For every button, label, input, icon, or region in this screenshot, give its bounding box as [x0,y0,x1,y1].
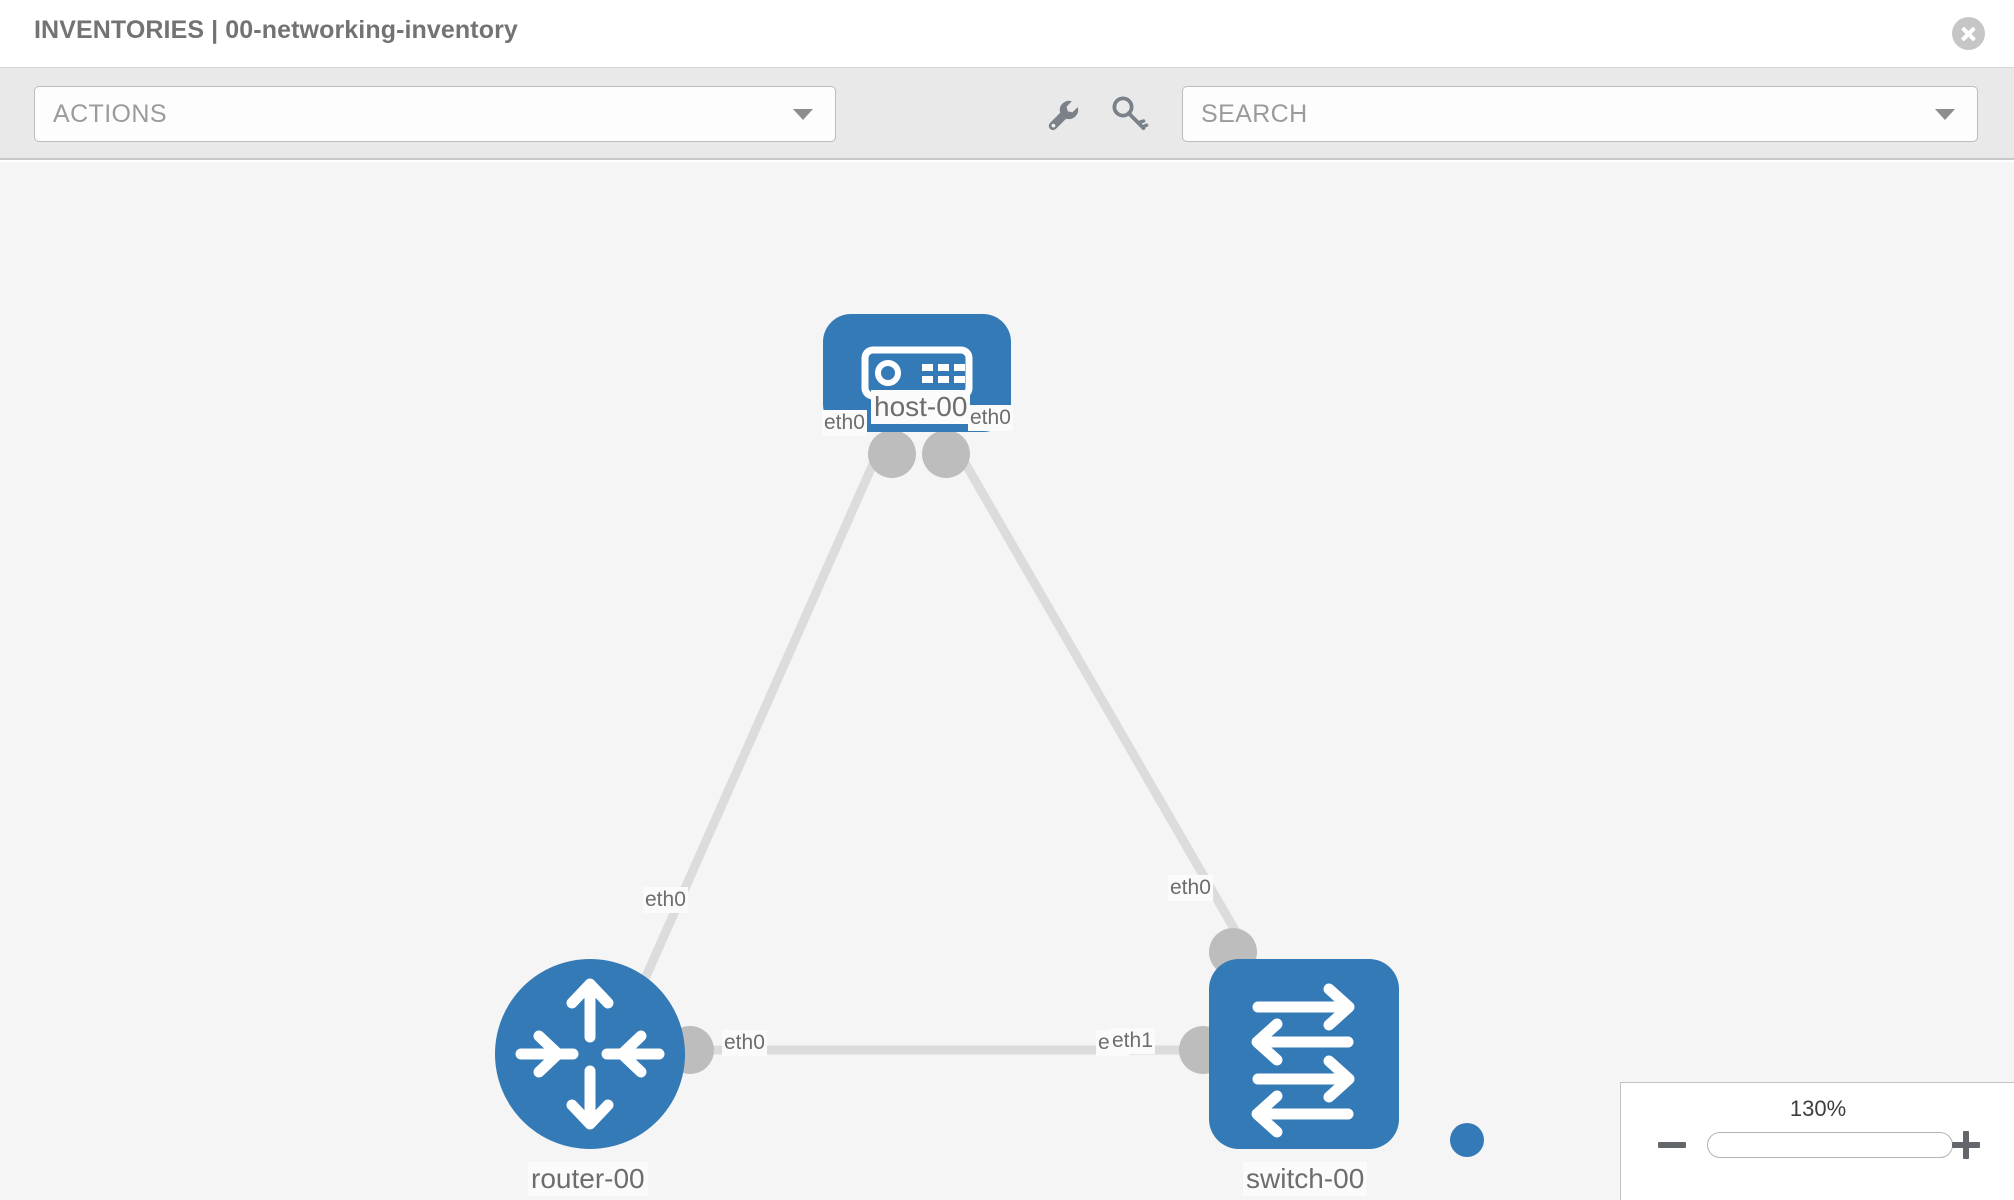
zoom-out-button[interactable] [1655,1128,1689,1162]
node-label-host-00: host-00 [871,390,971,424]
iface-label-host-right: eth0 [968,405,1013,431]
close-icon[interactable] [1952,17,1985,50]
zoom-level-label: 130% [1789,1096,1847,1121]
zoom-slider[interactable] [1707,1132,1953,1158]
topology-links [635,434,1262,1055]
chevron-down-icon [1935,109,1955,120]
node-switch-00 [1209,959,1399,1149]
zoom-control-panel: 130% [1620,1082,2014,1200]
switch-arrows-icon [1251,983,1355,1138]
toolbar: ACTIONS SEARCH [0,68,2014,160]
search-placeholder: SEARCH [1201,100,1308,128]
plus-icon-vertical [1963,1131,1969,1159]
actions-dropdown[interactable]: ACTIONS [34,86,836,142]
zoom-in-button[interactable] [1949,1128,1983,1162]
search-input[interactable]: SEARCH [1182,86,1978,142]
iface-label-host-left: eth0 [822,410,867,436]
iface-label-router-right: eth0 [722,1030,767,1056]
iface-label-switch-left-b: eth1 [1110,1028,1155,1054]
zoom-slider-thumb[interactable] [1450,1123,1484,1157]
node-label-router-00: router-00 [528,1162,648,1196]
router-arrows-icon [515,978,665,1130]
pin-host-right [922,430,970,478]
pin-host-left [868,430,916,478]
iface-label-switch-up: eth0 [1168,875,1213,901]
key-icon[interactable] [1105,90,1153,138]
page-title: INVENTORIES | 00-networking-inventory [34,16,518,44]
chevron-down-icon [793,109,813,120]
topology-canvas[interactable]: eth0 eth0 eth0 eth0 eth0 eth eth1 host-0… [0,162,2014,1200]
actions-dropdown-label: ACTIONS [53,100,167,128]
wrench-icon[interactable] [1038,90,1086,138]
node-router-00 [495,959,685,1149]
minus-icon [1658,1142,1686,1148]
topology-pins [666,430,1257,1074]
title-bar: INVENTORIES | 00-networking-inventory [0,0,2014,68]
topology-graph [495,314,1399,1149]
iface-label-router-up: eth0 [643,887,688,913]
node-label-switch-00: switch-00 [1243,1162,1368,1196]
